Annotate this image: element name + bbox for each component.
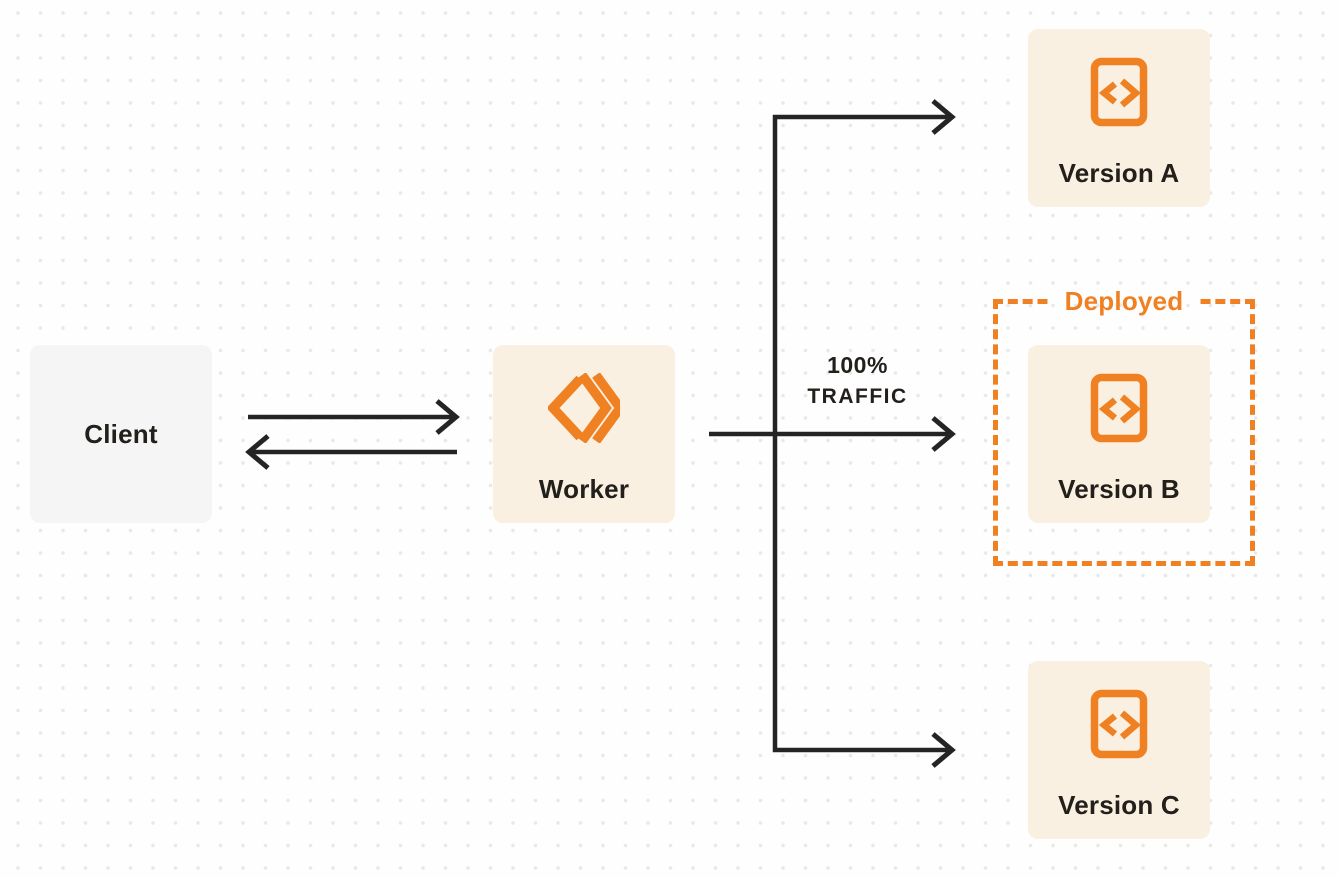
arrowhead-to-version-a	[931, 99, 956, 135]
version-b-label: Version B	[1058, 474, 1180, 504]
code-document-icon	[1090, 689, 1148, 759]
version-c-label: Version C	[1058, 790, 1180, 820]
traffic-percentage-label: 100% TRAFFIC	[775, 349, 940, 413]
worker-label: Worker	[538, 474, 630, 504]
version-c-node: Version C	[1028, 661, 1210, 839]
cloudflare-workers-logo-icon	[548, 373, 620, 443]
branch-trunk	[772, 114, 948, 753]
deployed-label: Deployed	[1064, 286, 1184, 316]
traffic-percent-text: 100%	[827, 352, 888, 378]
version-a-node: Version A	[1028, 29, 1210, 207]
client-node: Client	[30, 345, 212, 523]
arrowhead-to-version-b	[931, 416, 956, 452]
traffic-word-text: TRAFFIC	[807, 385, 908, 408]
arrowhead-to-version-c	[931, 732, 956, 768]
deployed-group-outline: Deployed	[993, 287, 1255, 566]
version-a-label: Version A	[1058, 158, 1180, 188]
code-document-icon	[1090, 57, 1148, 127]
version-b-node: Version B	[1028, 345, 1210, 523]
worker-node: Worker	[493, 345, 675, 523]
code-document-icon	[1090, 373, 1148, 443]
arrowhead-worker-to-client	[245, 434, 270, 470]
client-label: Client	[84, 419, 158, 449]
arrowhead-client-to-worker	[435, 399, 460, 435]
